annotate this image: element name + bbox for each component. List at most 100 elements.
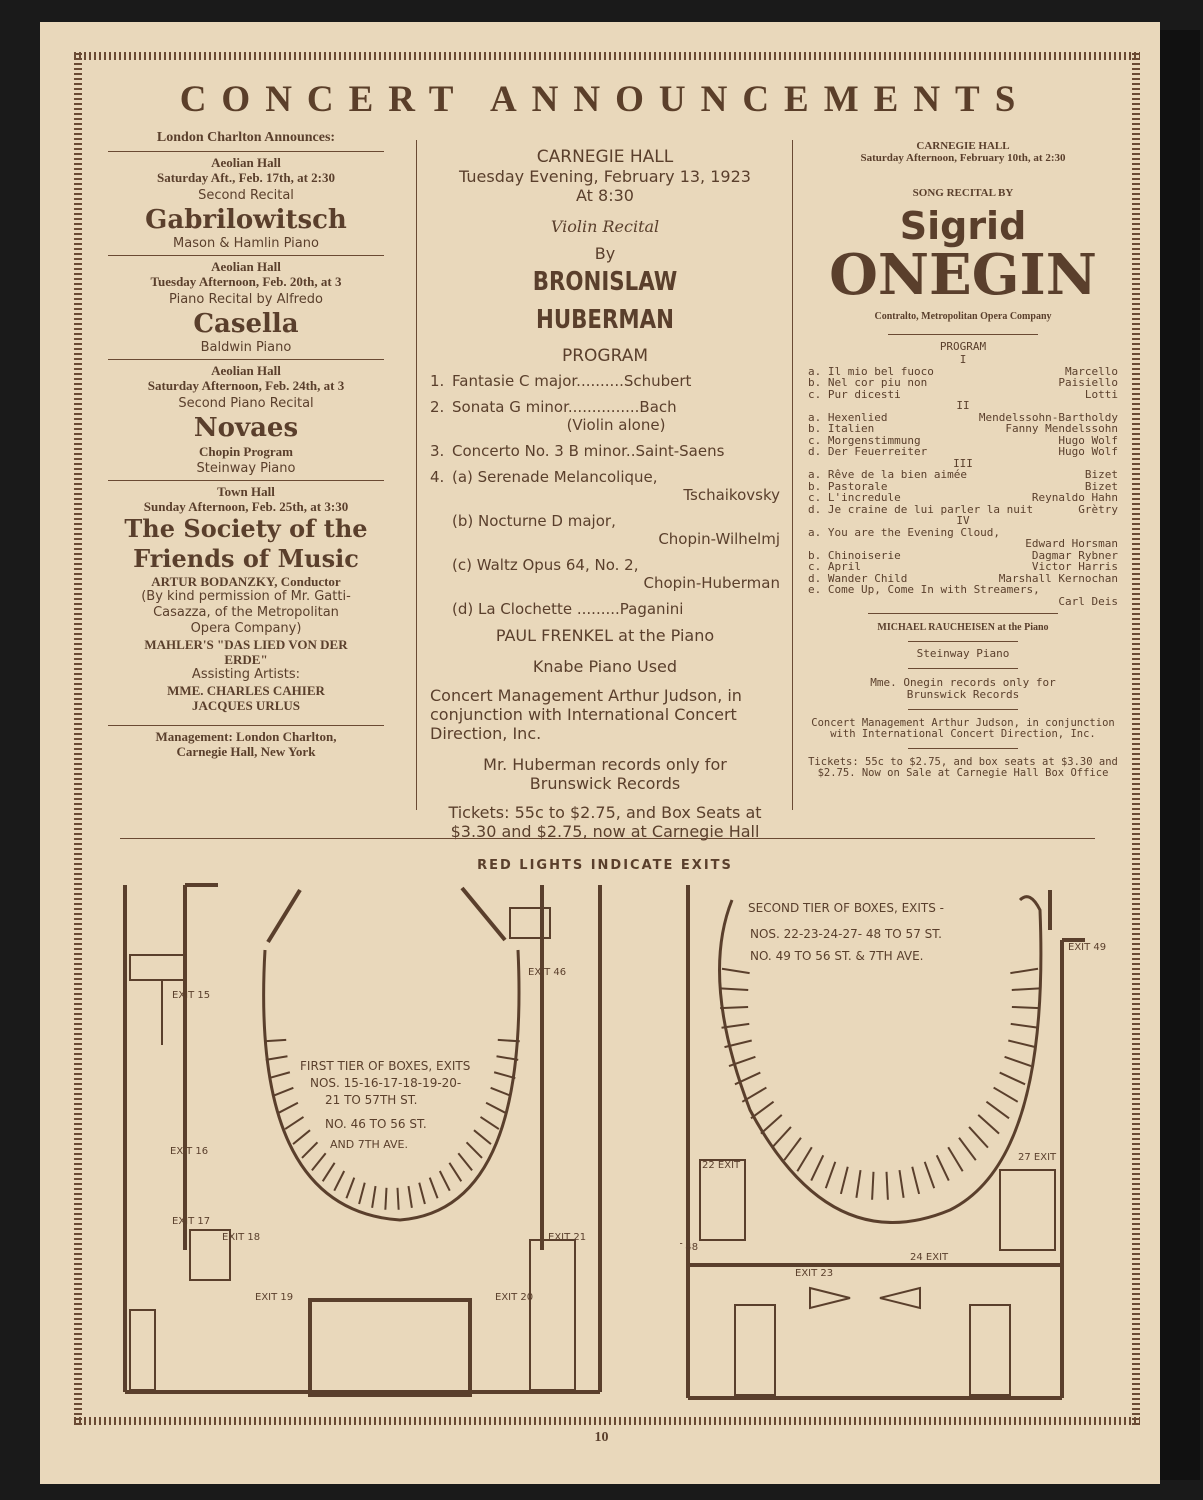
date: Sunday Afternoon, Feb. 25th, at 3:30 [143, 499, 349, 514]
piano: Steinway Piano [196, 461, 296, 476]
center-column: CARNEGIE HALL Tuesday Evening, February … [430, 147, 780, 842]
date: Saturday Afternoon, February 10th, at 2:… [860, 152, 1066, 164]
program-item-title: (d) La Clochette .........Paganini [452, 600, 684, 618]
box-divider [496, 1055, 519, 1061]
program-item-title: b. Italien [808, 422, 875, 435]
box-divider [490, 1086, 512, 1097]
records-note: Brunswick Records [906, 688, 1020, 701]
program-item-title: b. Chinoiserie [808, 548, 901, 562]
box-divider [724, 1039, 752, 1049]
program-item-composer: Tschaikovsky [683, 486, 780, 504]
box-divider [985, 1100, 1010, 1120]
artist-first-name: Sigrid [899, 204, 1027, 248]
program-item-composer: Chopin-Wilhelmj [658, 530, 780, 548]
box-divider [358, 1182, 366, 1205]
program-item-composer: Edward Horsman [1025, 537, 1118, 550]
program-item: (c) Waltz Opus 64, No. 2,Chopin-Huberman [430, 556, 780, 592]
box-divider [311, 1152, 327, 1172]
artist-name: Casella [193, 309, 299, 339]
program-item-title: b. Pastorale [808, 479, 888, 493]
left-column: London Charlton Announces: Aeolian Hall … [96, 130, 396, 759]
kind: SONG RECITAL BY [912, 187, 1014, 199]
program-item-composer: Paisiello [1058, 376, 1118, 389]
box-divider [871, 1171, 875, 1200]
box-divider [428, 1177, 439, 1199]
program-item: e. Come Up, Come In with Streamers, [808, 584, 1118, 596]
management: Concert Management Arthur Judson, in con… [430, 686, 742, 743]
box-divider [345, 1177, 356, 1199]
venue: CARNEGIE HALL [536, 147, 674, 167]
program-group-heading: I [959, 353, 967, 366]
program-item: b. Chinoiserie Dagmar Rybner [808, 548, 1118, 562]
assisting-artist: JACQUES URLUS [192, 698, 300, 713]
program-item: 1.Fantasie C major..........Schubert [430, 372, 780, 390]
box-divider [898, 1169, 905, 1198]
program-item-title: e. Come Up, Come In with Streamers, [808, 583, 1040, 596]
box-divider [497, 1038, 520, 1043]
program-item-number: 1. [430, 372, 445, 390]
box-divider [473, 1129, 492, 1145]
program-item-title: b. Nel cor piu non [808, 376, 928, 389]
accompanist: MICHAEL RAUCHEISEN at the Piano [877, 622, 1049, 633]
box-divider [885, 1171, 889, 1200]
box-divider [277, 1101, 299, 1114]
box-divider [783, 1137, 802, 1161]
box-divider [947, 1146, 964, 1172]
box-divider [1011, 1005, 1040, 1010]
management: Concert Management Arthur Judson, in con… [811, 717, 1115, 740]
program-item-composer: Dagmar Rybner [1031, 548, 1118, 562]
program-item-composer: Marcello [1065, 364, 1118, 378]
box-divider [321, 1162, 336, 1182]
program-item-title: d. Je craine de lui parler la nuit [808, 502, 1034, 516]
border-right [1132, 52, 1140, 1425]
box-divider [760, 1114, 783, 1135]
program-item-composer: Reynaldo Hahn [1031, 491, 1118, 504]
box-divider [741, 1086, 767, 1103]
box-divider [1004, 1055, 1032, 1067]
piano: Mason & Hamlin Piano [173, 236, 319, 251]
program-item-title: d. Wander Child [808, 571, 908, 585]
program-item-composer: Hugo Wolf [1058, 433, 1118, 447]
exit-label: EXIT 20 [495, 1292, 533, 1303]
box-divider [485, 1101, 507, 1114]
program-item-composer: Mendelssohn-Bartholdy [978, 410, 1118, 424]
border-bottom [74, 1417, 1140, 1425]
program-item-composer: Hugo Wolf [1058, 445, 1118, 458]
program-item-number: 4. [430, 468, 445, 486]
kind: Piano Recital by Alfredo [169, 292, 323, 307]
records-note: Mr. Huberman records only for [483, 755, 727, 774]
work: ERDE" [224, 652, 268, 667]
box-divider [407, 1185, 413, 1208]
box-divider [1008, 1039, 1036, 1049]
program-group-heading: III [953, 456, 973, 470]
first-tier-label: 21 TO 57TH ST. [325, 1093, 417, 1107]
box-divider [479, 1116, 500, 1130]
venue: Aeolian Hall [211, 259, 281, 274]
piano: Knabe Piano Used [532, 657, 678, 676]
box-divider [720, 1005, 749, 1010]
box-divider [448, 1162, 463, 1182]
box-divider [465, 1141, 483, 1159]
artist-name: Friends of Music [133, 544, 359, 573]
program-item-number [430, 600, 452, 618]
venue: Town Hall [217, 484, 275, 499]
page-title: CONCERT ANNOUNCEMENTS [179, 79, 1031, 120]
second-tier-label: NO. 49 TO 56 ST. & 7TH AVE. [750, 949, 924, 963]
exit-label: 24 EXIT [910, 1252, 949, 1263]
box-divider [292, 1129, 311, 1145]
program-item-number: 3. [430, 442, 445, 460]
box-divider [396, 1187, 400, 1210]
box-divider [855, 1169, 862, 1198]
program-item-title: d. Der Feuerreiter [808, 445, 928, 458]
box-divider [824, 1161, 837, 1189]
role: Contralto, Metropolitan Opera Company [874, 311, 1052, 322]
venue: Aeolian Hall [211, 363, 281, 378]
program-item-number [430, 556, 452, 592]
box-divider [301, 1141, 319, 1159]
work: MAHLER'S "DAS LIED VON DER [144, 637, 348, 652]
program-item-title: c. April [808, 560, 861, 573]
